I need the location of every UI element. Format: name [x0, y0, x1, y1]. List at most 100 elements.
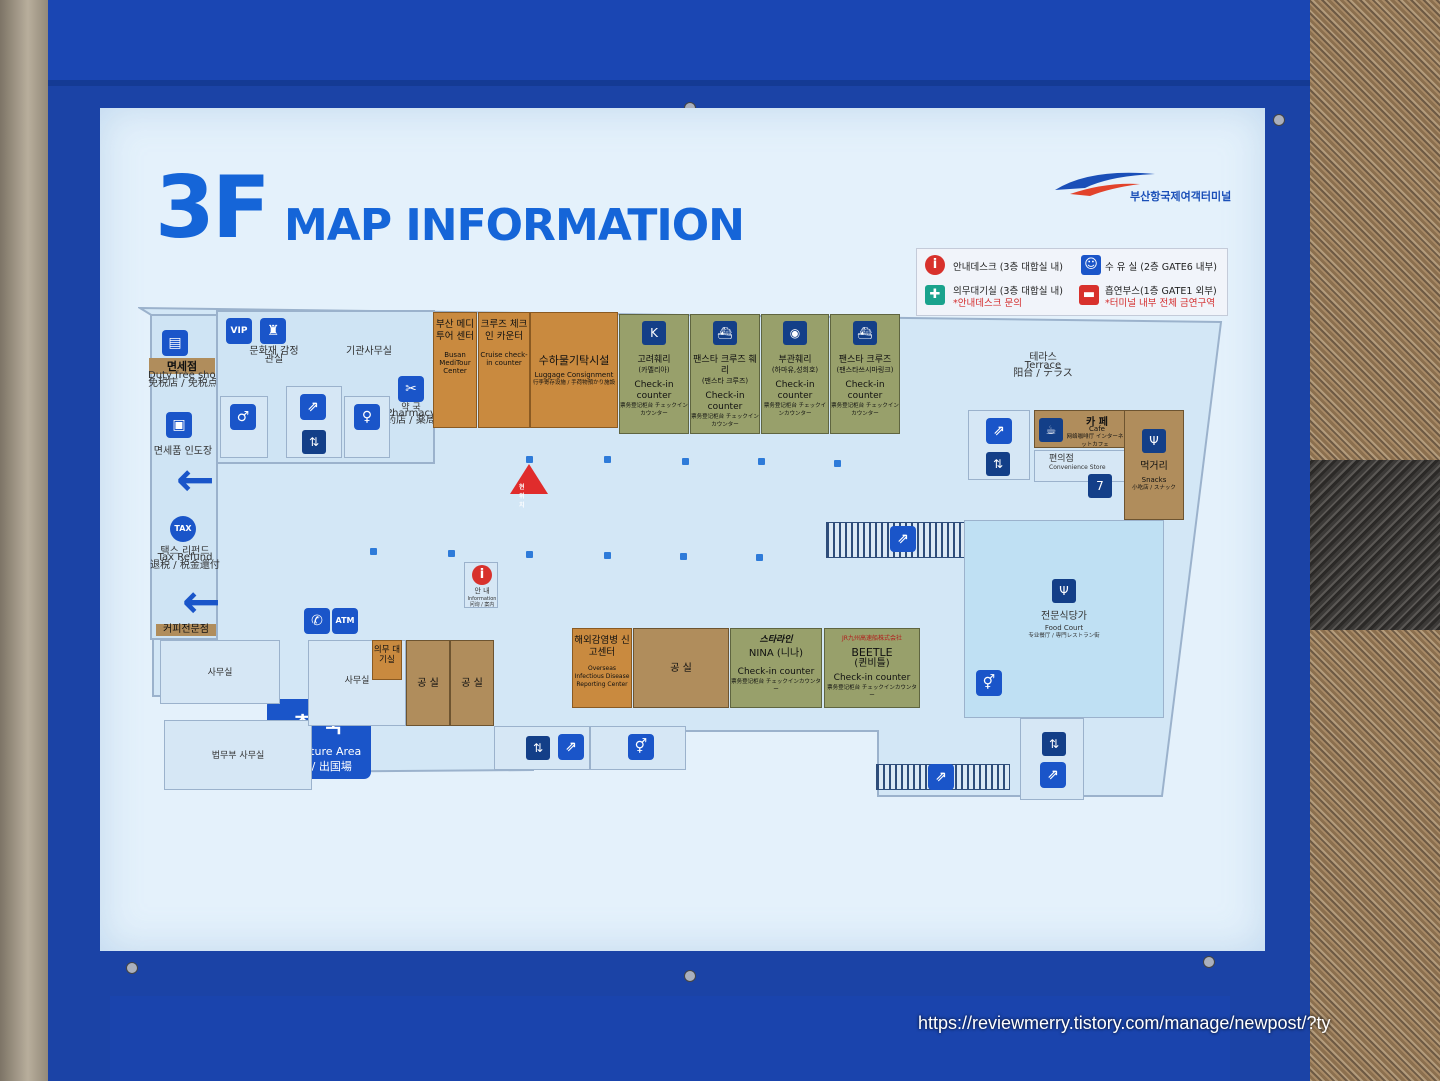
- path-marker: [834, 460, 841, 467]
- justice-office-room: 법무부 사무실: [164, 720, 312, 790]
- medi-tour-label: 부산 메디투어 센터: [436, 319, 474, 342]
- medical-wait-label: 의무 대기실: [373, 645, 401, 665]
- convenience-store-icon: 7: [1088, 474, 1112, 498]
- checkin-counter-starline: 스타라인 NINA (니나) Check-in counter 票务登记柜台 チ…: [730, 628, 822, 708]
- quarantine-center: 해외감염병 신고센터 Overseas Infectious Disease R…: [572, 628, 632, 708]
- starline-label: 스타라인: [759, 635, 793, 645]
- you-are-here-label: 현위치: [519, 484, 525, 509]
- escalator-icon: ⇗: [300, 394, 326, 420]
- counter-jp: 票务登记柜台 チェックインカウンター: [831, 403, 899, 417]
- duty-free-icon: ▤: [162, 330, 188, 356]
- food-court-label: 전문식당가: [1041, 611, 1087, 622]
- counter-name: 팬스타 크루즈 훼리: [693, 355, 757, 376]
- luggage-label: 수하물기탁시설: [538, 354, 610, 367]
- fork-knife-icon: Ψ: [1142, 429, 1166, 453]
- info-label: 안 내: [474, 587, 490, 595]
- convenience-en: Convenience Store: [1049, 464, 1106, 471]
- counter-en: Check-in counter: [833, 673, 911, 683]
- counter-sub: (팬스타쓰시마링크): [836, 366, 894, 374]
- counter-sub: (카멜리아): [638, 366, 670, 374]
- ferry-logo-icon: K: [642, 321, 666, 345]
- vip-icon: VIP: [226, 318, 252, 344]
- justice-office-label: 법무부 사무실: [211, 751, 265, 761]
- luggage-consignment: 수하물기탁시설 Luggage Consignment 行李寄存设施 / 手荷物…: [530, 312, 618, 428]
- escalator-icon: ⇗: [928, 764, 954, 790]
- office-label: 사무실: [207, 668, 233, 678]
- you-are-here-marker-icon: [510, 464, 548, 494]
- terrace-jp: 阳台 / テラス: [1013, 368, 1073, 379]
- heritage-icon: ♜: [260, 318, 286, 344]
- cafe-sub: 网络咖啡厅 インターネットカフェ: [1066, 434, 1124, 448]
- path-marker: [682, 458, 689, 465]
- exit-arrow-icon: ←: [182, 574, 221, 628]
- tax-refund-icon: TAX: [170, 516, 196, 542]
- beetle-sub: (퀸비틀): [854, 658, 890, 669]
- ferry-logo-icon: ⛴: [713, 321, 737, 345]
- path-marker: [604, 456, 611, 463]
- escalator-icon: ⇗: [890, 526, 916, 552]
- watermark-url: https://reviewmerry.tistory.com/manage/n…: [918, 1013, 1331, 1033]
- vacant-label: 공 실: [670, 663, 692, 674]
- fork-knife-icon: Ψ: [1052, 579, 1076, 603]
- counter-sub: (팬스타 크루즈): [701, 377, 749, 385]
- office-room: 사무실: [160, 640, 280, 704]
- path-marker: [448, 550, 455, 557]
- nursing-room-icon: ☺: [1081, 255, 1101, 275]
- elevator-icon: ⇅: [1042, 732, 1066, 756]
- vacant-label: 공 실: [461, 678, 483, 689]
- heritage-label: 문화재 감정관실: [249, 346, 299, 365]
- cafe-room: ☕ 카 페 Cafe 网络咖啡厅 インターネットカフェ: [1034, 410, 1126, 448]
- pharmacy-icon: ✂: [398, 376, 424, 402]
- info-en: Information: [467, 596, 497, 602]
- vacant-room: 공 실: [450, 640, 494, 726]
- cruise-checkin-en: Cruise check-in counter: [480, 351, 528, 367]
- info-icon: i: [925, 255, 945, 275]
- tax-refund-label: 택스 리펀드: [160, 546, 210, 557]
- screw: [684, 970, 696, 982]
- path-marker: [756, 554, 763, 561]
- map-screen: 3F MAP INFORMATION 부산항국제여객터미널 i 안내데스크 (3…: [100, 108, 1265, 951]
- cafe-label: 카 페: [1086, 417, 1108, 428]
- ferry-logo-icon: ◉: [783, 321, 807, 345]
- medical-cross-icon: ✚: [925, 285, 945, 305]
- snacks-room: Ψ 먹거리 Snacks 小吃店 / スナック: [1124, 410, 1184, 520]
- counter-sub: (하마유,성희호): [771, 366, 819, 374]
- duty-free-jp: 免税店 / 免税点: [148, 378, 218, 389]
- checkin-counter-panstar-cruise: ⛴ 팬스타 크루즈 (팬스타쓰시마링크) Check-in counter 票务…: [830, 314, 900, 434]
- checkin-counter-koryo: K 고려훼리 (카멜리아) Check-in counter 票务登记柜台 チェ…: [619, 314, 689, 434]
- counter-en: Check-in counter: [705, 391, 745, 412]
- terminal-logo-text: 부산항국제여객터미널: [1130, 190, 1232, 203]
- agency-office-label: 기관사무실: [346, 346, 392, 357]
- female-restroom-icon: ♀: [354, 404, 380, 430]
- counter-jp: 票务登记柜台 チェックインカウンター: [763, 403, 827, 417]
- luggage-jp: 行李寄存设施 / 手荷物預かり施設: [532, 380, 616, 386]
- pharmacy-jp: 药店 / 薬局: [386, 415, 436, 426]
- info-cn: 问询 / 案内: [469, 602, 495, 608]
- screw: [1203, 956, 1215, 968]
- office-label: 사무실: [344, 676, 370, 686]
- counter-name: 부관훼리: [778, 355, 812, 365]
- snacks-jp: 小吃店 / スナック: [1132, 485, 1176, 491]
- counter-jp: 票务登记柜台 チェックインカウンター: [691, 414, 759, 428]
- snacks-en: Snacks: [1141, 476, 1167, 484]
- path-marker: [758, 458, 765, 465]
- escalator-icon: ⇗: [986, 418, 1012, 444]
- elevator-icon: ⇅: [526, 736, 550, 760]
- checkin-counter-beetle: JR九州高速船株式会社 BEETLE (퀸비틀) Check-in counte…: [824, 628, 920, 708]
- cruise-checkin-counter: 크루즈 체크인 카운터 Cruise check-in counter: [478, 312, 530, 428]
- information-desk: i 안 내 Information 问询 / 案内: [464, 562, 498, 608]
- vacant-room: 공 실: [633, 628, 729, 708]
- legend-box: i 안내데스크 (3층 대합실 내) ☺ 수 유 실 (2층 GATE6 내부)…: [916, 248, 1228, 316]
- legend-info-desk: 안내데스크 (3층 대합실 내): [953, 262, 1063, 273]
- pickup-icon: ▣: [166, 412, 192, 438]
- snacks-label: 먹거리: [1140, 461, 1168, 472]
- beetle-brand: JR九州高速船株式会社: [842, 635, 902, 642]
- medi-tour-en: Busan MediTour Center: [439, 351, 471, 375]
- food-court-jp: 专业餐厅 / 専門レストラン街: [1028, 633, 1100, 639]
- cruise-checkin-label: 크루즈 체크인 카운터: [480, 319, 528, 342]
- convenience-store: 편의점 Convenience Store: [1034, 450, 1126, 482]
- exit-arrow-icon: ←: [176, 452, 215, 506]
- vacant-label: 공 실: [417, 678, 439, 689]
- duty-free-pickup-label: 면세품 인도장: [153, 446, 213, 457]
- elevator-icon: ⇅: [302, 430, 326, 454]
